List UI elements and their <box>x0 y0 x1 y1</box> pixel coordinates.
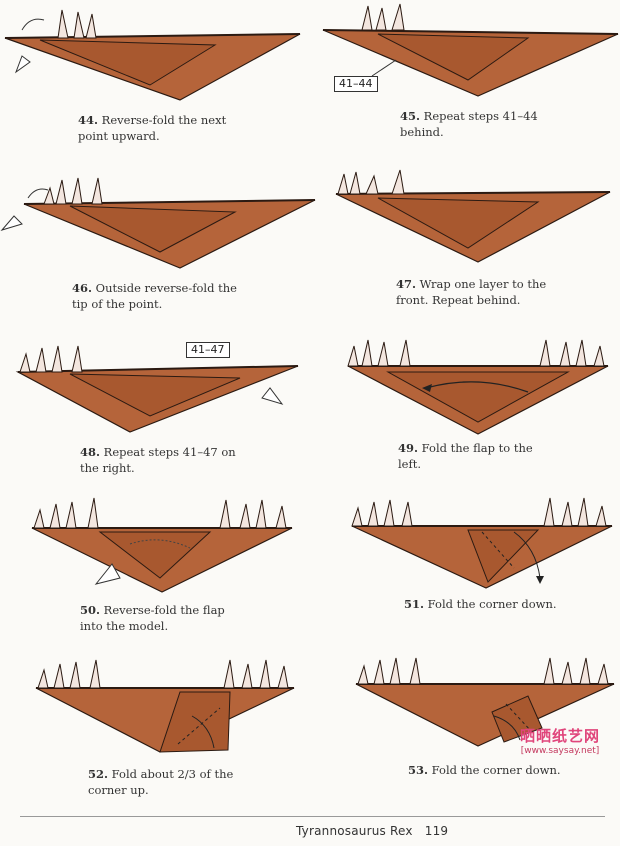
step-text: Reverse-fold the next <box>101 113 227 127</box>
diagram-53 <box>355 657 615 747</box>
step-45: 41–44 45. Repeat steps 41–44 behind. <box>318 0 620 168</box>
step-number: 47. <box>396 277 417 291</box>
step-text-2: tip of the point. <box>72 297 163 311</box>
step-reference-box: 41–44 <box>334 76 378 92</box>
step-number: 46. <box>72 281 93 295</box>
caption-49: 49. Fold the flap to the left. <box>398 440 618 472</box>
step-47: 47. Wrap one layer to the front. Repeat … <box>318 168 618 336</box>
step-text: Fold the flap to the <box>421 441 533 455</box>
footer-divider <box>20 816 605 817</box>
page-footer: Tyrannosaurus Rex 119 <box>0 816 620 846</box>
diagram-51 <box>351 497 613 589</box>
step-text: Fold the corner down. <box>427 597 557 611</box>
step-50: 50. Reverse-fold the flap into the model… <box>0 492 300 660</box>
caption-45: 45. Repeat steps 41–44 behind. <box>400 108 620 140</box>
diagram-45 <box>322 3 619 97</box>
caption-44: 44. Reverse-fold the next point upward. <box>78 112 298 144</box>
diagram-47 <box>335 169 611 263</box>
diagram-50 <box>31 497 293 593</box>
diagram-52 <box>35 659 295 753</box>
step-text: Repeat steps 41–44 <box>423 109 538 123</box>
step-text: Fold the corner down. <box>431 763 561 777</box>
step-text-2: into the model. <box>80 619 169 633</box>
step-text: Fold about 2/3 of the <box>111 767 234 781</box>
book-title: Tyrannosaurus Rex <box>296 824 413 838</box>
step-number: 49. <box>398 441 419 455</box>
step-52: 52. Fold about 2/3 of the corner up. <box>0 652 300 820</box>
step-number: 45. <box>400 109 421 123</box>
step-51: 51. Fold the corner down. <box>318 492 618 660</box>
step-text-2: left. <box>398 457 422 471</box>
caption-47: 47. Wrap one layer to the front. Repeat … <box>396 276 616 308</box>
step-text: Outside reverse-fold the <box>95 281 237 295</box>
step-number: 48. <box>80 445 101 459</box>
diagram-49 <box>347 339 609 435</box>
diagram-46 <box>0 177 316 269</box>
step-text-2: behind. <box>400 125 444 139</box>
watermark-title: 晒晒纸艺网 <box>519 727 600 745</box>
caption-50: 50. Reverse-fold the flap into the model… <box>80 602 300 634</box>
step-text-2: the right. <box>80 461 135 475</box>
watermark: 晒晒纸艺网 [www.saysay.net] <box>505 725 615 756</box>
step-text-2: point upward. <box>78 129 160 143</box>
page-number: 119 <box>424 824 449 838</box>
step-text: Wrap one layer to the <box>419 277 547 291</box>
step-text: Repeat steps 41–47 on <box>103 445 236 459</box>
watermark-url: [www.saysay.net] <box>520 746 600 756</box>
caption-46: 46. Outside reverse-fold the tip of the … <box>72 280 292 312</box>
step-53: 53. Fold the corner down. <box>318 652 618 820</box>
step-number: 52. <box>88 767 109 781</box>
caption-48: 48. Repeat steps 41–47 on the right. <box>80 444 300 476</box>
step-44: 44. Reverse-fold the next point upward. <box>0 0 301 168</box>
step-48: 41–47 48. Repeat steps 41–47 on the righ… <box>0 332 300 500</box>
step-text-2: front. Repeat behind. <box>396 293 521 307</box>
step-number: 44. <box>78 113 99 127</box>
step-text-2: corner up. <box>88 783 149 797</box>
step-49: 49. Fold the flap to the left. <box>318 332 618 500</box>
caption-52: 52. Fold about 2/3 of the corner up. <box>88 766 308 798</box>
step-number: 51. <box>404 597 425 611</box>
diagram-48 <box>15 345 299 433</box>
step-number: 50. <box>80 603 101 617</box>
step-46: 46. Outside reverse-fold the tip of the … <box>0 168 316 336</box>
caption-53: 53. Fold the corner down. <box>408 762 620 778</box>
step-number: 53. <box>408 763 429 777</box>
step-text: Reverse-fold the flap <box>103 603 225 617</box>
footer-text: Tyrannosaurus Rex 119 <box>296 824 448 838</box>
caption-51: 51. Fold the corner down. <box>404 596 620 612</box>
diagram-44 <box>4 9 301 101</box>
step-reference-box: 41–47 <box>186 342 230 358</box>
